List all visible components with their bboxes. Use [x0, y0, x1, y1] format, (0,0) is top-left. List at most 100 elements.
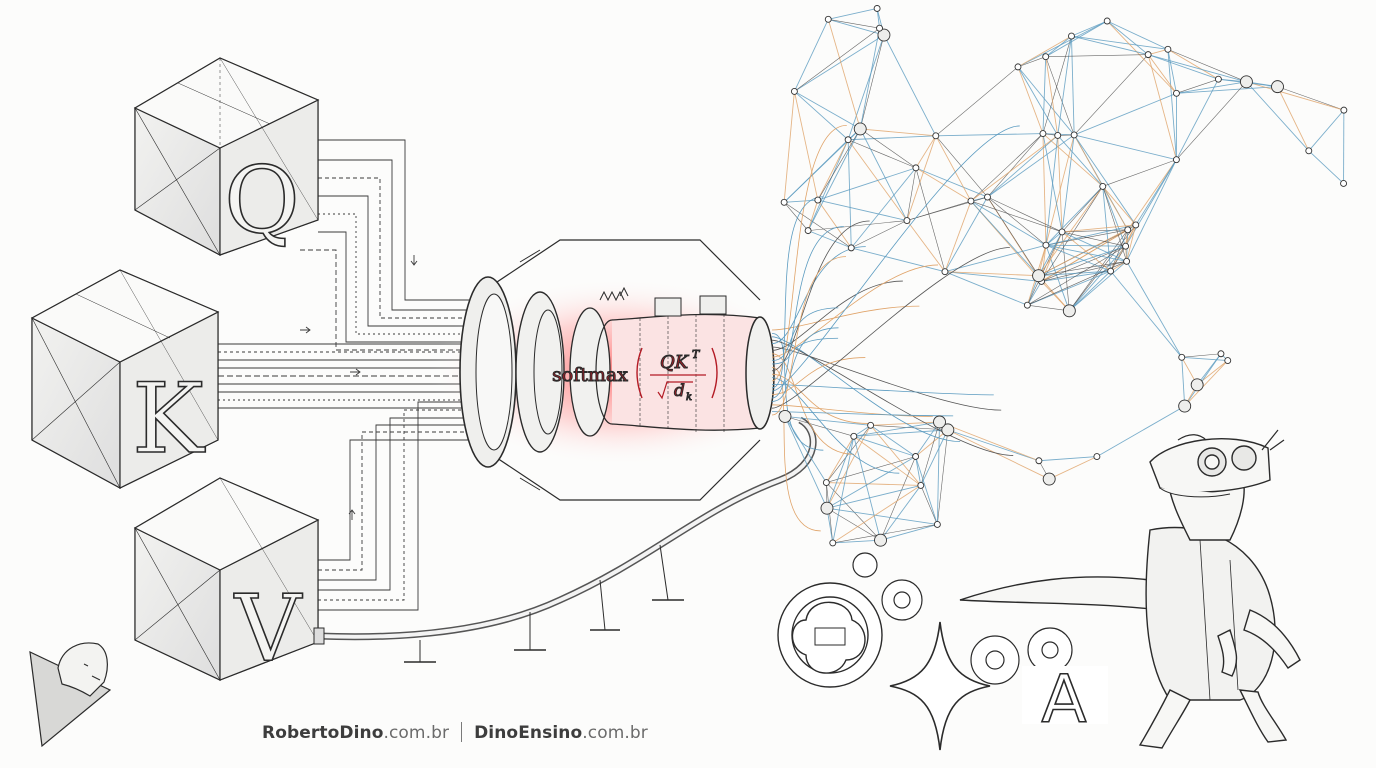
- network-edge: [1167, 49, 1177, 94]
- anthropic-logo: A: [1022, 660, 1108, 739]
- network-edge: [848, 139, 916, 169]
- network-edge: [1148, 54, 1219, 80]
- network-edge: [937, 429, 949, 525]
- site2-brand: DinoEnsino: [474, 723, 583, 743]
- network-node: [1042, 241, 1050, 249]
- network-edge: [1102, 186, 1127, 247]
- network-node: [1122, 242, 1130, 250]
- data-stream: [771, 384, 994, 396]
- network-edge: [860, 128, 917, 169]
- network-edge: [1096, 405, 1185, 457]
- network-edge: [906, 220, 946, 272]
- network-edge: [1106, 20, 1177, 94]
- small-gears: [852, 552, 1073, 685]
- network-node: [912, 164, 920, 172]
- network-edge: [794, 27, 880, 92]
- network-edge: [828, 18, 885, 36]
- data-stream: [771, 327, 839, 402]
- network-edge: [1110, 229, 1129, 272]
- network-edge: [970, 200, 1063, 233]
- network-edge: [987, 134, 1075, 198]
- network-edge: [915, 429, 949, 457]
- network-edge: [1147, 54, 1177, 94]
- network-edge: [1110, 270, 1183, 358]
- network-edge: [1074, 134, 1177, 161]
- network-edge: [870, 421, 940, 426]
- network-node: [1099, 182, 1107, 190]
- network-edge: [783, 202, 809, 231]
- network-edge: [947, 429, 1050, 480]
- data-stream: [771, 226, 844, 399]
- network-edge: [920, 429, 949, 486]
- network-edge: [1027, 245, 1126, 306]
- network-edge: [784, 416, 854, 437]
- data-stream: [771, 377, 900, 474]
- network-edge: [1017, 66, 1059, 136]
- dino-logo-icon: [29, 642, 112, 748]
- network-edge: [1196, 353, 1222, 386]
- network-node: [933, 415, 946, 429]
- network-node: [1217, 350, 1225, 358]
- network-node: [1023, 301, 1031, 309]
- network-edge: [1042, 133, 1104, 187]
- network-edge: [880, 524, 938, 541]
- network-node: [1058, 228, 1066, 236]
- network-edge: [1042, 56, 1047, 134]
- network-node: [824, 15, 832, 23]
- network-node: [814, 196, 822, 204]
- network-edge: [1027, 270, 1111, 306]
- cube-q-letter: Q: [224, 147, 299, 254]
- network-edge: [1176, 78, 1219, 160]
- network-edge: [1027, 304, 1070, 312]
- network-edge: [827, 19, 861, 130]
- cube-v: V: [133, 477, 320, 683]
- network-edge: [1042, 133, 1047, 246]
- network-edge: [1017, 66, 1044, 134]
- network-edge: [1102, 186, 1112, 272]
- network-edge: [807, 230, 852, 249]
- network-edge: [987, 196, 1063, 233]
- network-edge: [807, 128, 861, 231]
- network-edge: [1071, 20, 1108, 37]
- network-node: [1035, 457, 1043, 465]
- network-node: [941, 423, 955, 437]
- network-edge: [807, 199, 819, 231]
- network-edge: [1176, 78, 1219, 94]
- network-edge: [947, 429, 1040, 462]
- network-edge: [1071, 35, 1149, 56]
- network-edge: [883, 34, 937, 137]
- network-edge: [1308, 109, 1345, 152]
- network-edge: [826, 507, 881, 541]
- network-edge: [1027, 231, 1063, 306]
- data-stream: [771, 256, 847, 416]
- cube-q: Q: [133, 57, 320, 256]
- network-edge: [817, 139, 849, 201]
- network-edge: [915, 167, 972, 202]
- network-edge: [1071, 35, 1168, 50]
- network-edge: [970, 200, 1047, 246]
- network-node: [780, 198, 788, 206]
- network-node: [1173, 89, 1180, 97]
- network-edge: [1026, 281, 1042, 306]
- network-edge: [1184, 353, 1222, 407]
- network-edge: [826, 482, 921, 486]
- network-edge: [1308, 150, 1344, 184]
- data-stream: [771, 357, 866, 395]
- dinosaur-scientist: [959, 429, 1301, 749]
- network-edge: [1061, 231, 1111, 272]
- network-edge: [1102, 186, 1127, 262]
- network-edge: [1176, 81, 1247, 160]
- network-edge: [906, 135, 937, 221]
- network-node: [933, 521, 941, 528]
- network-node: [1093, 453, 1101, 461]
- network-edge: [853, 421, 940, 437]
- network-edge: [944, 244, 1047, 273]
- network-node: [984, 193, 991, 201]
- network-edge: [832, 485, 922, 544]
- network-edge: [826, 482, 881, 541]
- network-node: [1054, 132, 1062, 139]
- network-node: [1144, 51, 1152, 59]
- network-edge: [1045, 56, 1059, 136]
